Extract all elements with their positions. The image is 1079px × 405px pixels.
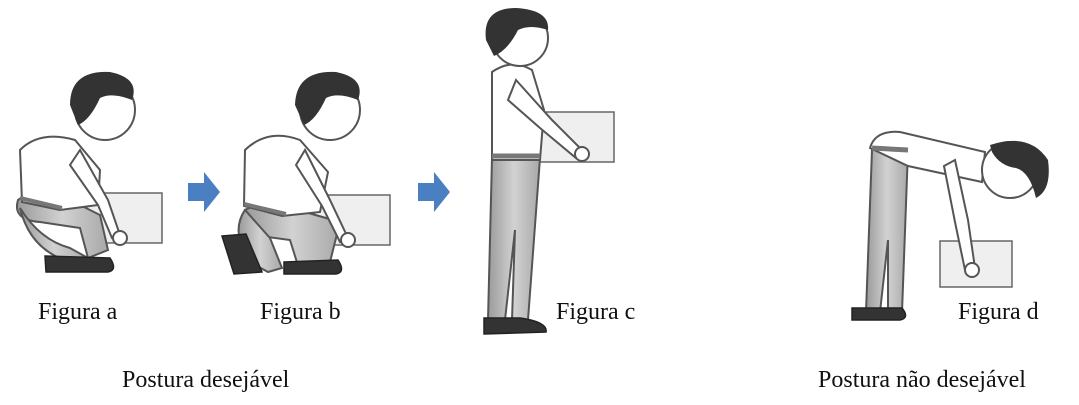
figure-a-squatting-person (16, 71, 163, 273)
undesirable-posture-label: Postura não desejável (818, 367, 1026, 393)
figure-c-shoes (483, 317, 547, 335)
figure-c-caption: Figura c (556, 299, 636, 325)
figure-c-standing-person (483, 8, 615, 335)
figure-a-shoes (44, 255, 115, 273)
figure-b-arm (294, 147, 350, 244)
figure-d-box (939, 240, 1013, 288)
figure-b-front-shoe (283, 259, 343, 275)
figure-d-caption: Figura d (958, 299, 1039, 325)
arrow-right-icon (418, 172, 450, 212)
figure-d-legs (864, 149, 910, 313)
figure-c-legs (486, 157, 542, 321)
arrow-right-icon (188, 172, 220, 212)
figure-d-shoes (851, 307, 907, 321)
figure-b-back-shoe (221, 233, 264, 275)
figure-a-caption: Figura a (38, 299, 118, 325)
figure-b-kneeling-person (221, 71, 391, 275)
figure-b-caption: Figura b (260, 299, 341, 325)
desirable-posture-label: Postura desejável (122, 367, 290, 393)
figure-d-bending-person (851, 130, 1049, 321)
